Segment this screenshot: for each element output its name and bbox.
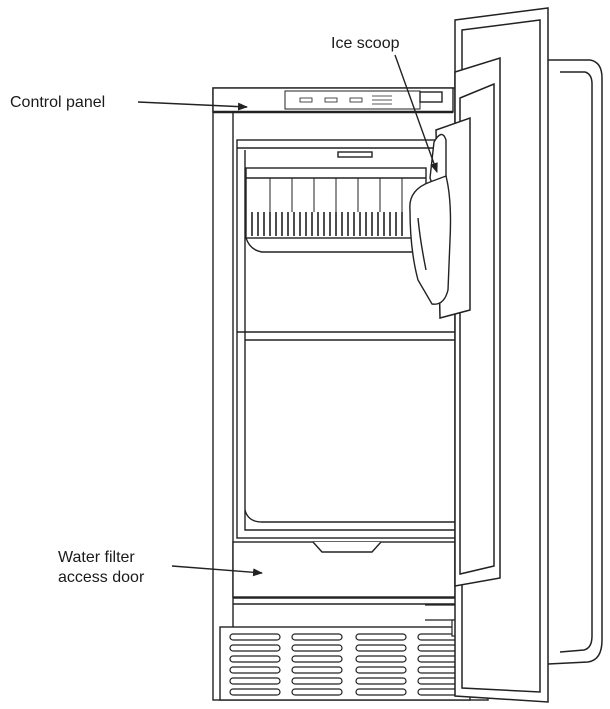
ice-scoop-arrow [394,54,438,173]
leader-arrows [137,54,438,577]
water-filter-label-line2: access door [58,569,145,586]
ice-scoop-label: Ice scoop [331,35,400,52]
door-handle [547,59,603,665]
open-door [435,7,603,703]
control-panel-arrow [137,101,248,111]
vent-grille [229,633,463,696]
ice-scoop [409,133,452,305]
water-filter-label-line1: Water filter [58,549,135,566]
water-filter-arrow [171,565,263,577]
water-filter-access-door-label: Water filter access door [58,548,144,588]
control-panel-label: Control panel [10,94,106,111]
